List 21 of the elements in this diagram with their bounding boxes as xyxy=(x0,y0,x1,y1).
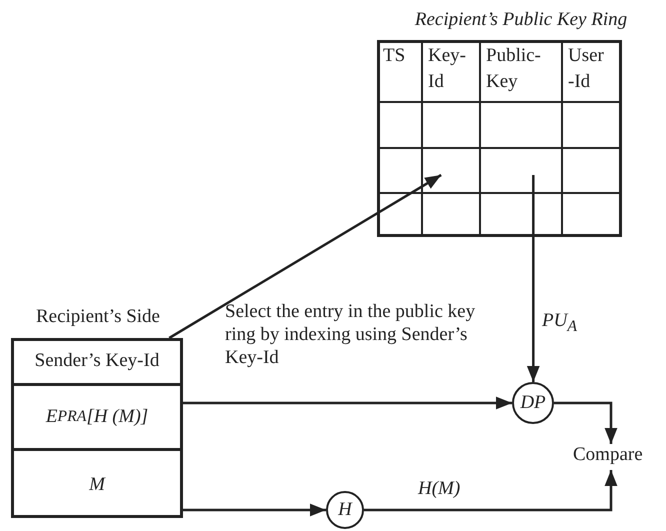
edge-label: H(M) xyxy=(418,478,460,500)
function-circle: H xyxy=(326,491,364,529)
column-header: TS xyxy=(377,40,422,102)
group-title: Recipient’s Side xyxy=(34,306,161,328)
table-title: Recipient’s Public Key Ring xyxy=(414,9,628,31)
arrow xyxy=(183,504,326,516)
column-header: Key- Id xyxy=(422,40,480,102)
function-circle: DP xyxy=(512,382,554,424)
note-text: Select the entry in the public key ring by indexing using Sender’s Key-Id xyxy=(225,300,476,369)
output-label: Compare xyxy=(573,444,665,470)
arrow xyxy=(526,175,540,382)
table-cell xyxy=(480,148,562,193)
field-row: Sender’s Key-Id xyxy=(11,338,183,383)
arrow xyxy=(364,470,618,512)
table-cell xyxy=(422,148,480,193)
column-header: Public- Key xyxy=(480,40,562,102)
arrow xyxy=(554,402,618,444)
arrow xyxy=(183,396,512,410)
arrow xyxy=(168,174,442,340)
field-row: M xyxy=(11,448,183,518)
column-header: User -Id xyxy=(562,40,622,102)
